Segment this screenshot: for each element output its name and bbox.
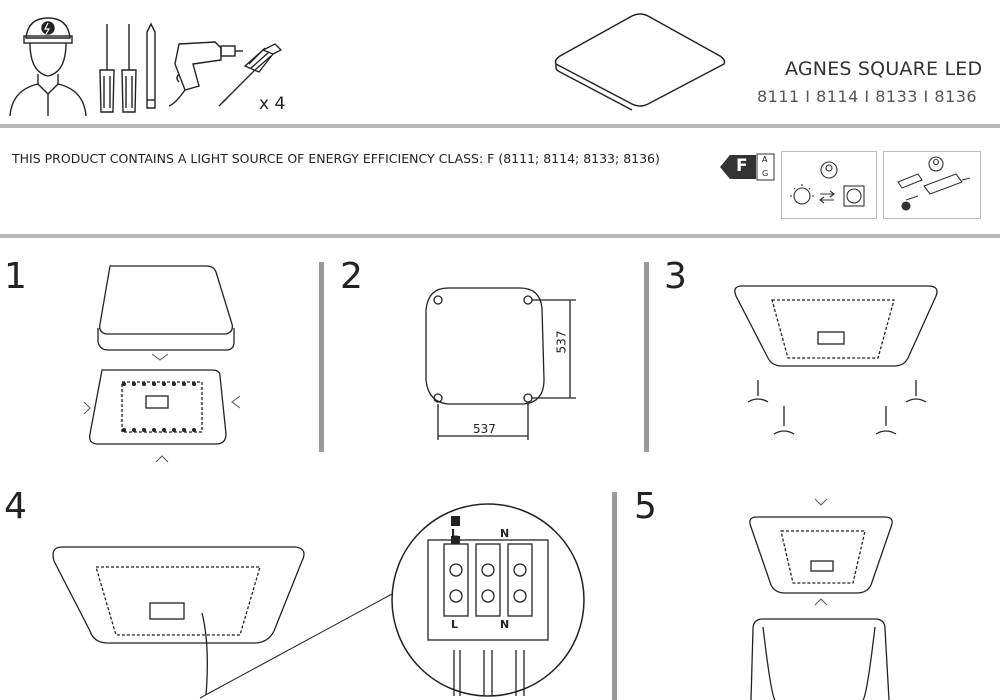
terminal-label-n-bottom: N [500,618,510,631]
step-separator [319,262,324,452]
step5-attach-diffuser-illustration [749,498,893,700]
product-title: AGNES SQUARE LED [785,58,983,80]
detail-leader-line [199,593,393,699]
energy-class-letter: F [736,156,748,176]
step1-remove-diffuser-illustration [83,265,241,463]
terminal-label-n-top: N [500,527,510,540]
step-number-1: 1 [4,256,27,297]
energy-notice-text: THIS PRODUCT CONTAINS A LIGHT SOURCE OF … [12,151,660,166]
quantity-label: x 4 [259,94,286,114]
step-number-5: 5 [634,486,657,527]
model-numbers: 8111 I 8114 I 8133 I 8136 [757,87,978,106]
step2-mounting-template-drawing [425,287,576,440]
energy-scale-top: A [762,155,768,164]
width-dimension-label: 537 [473,422,496,436]
step-separator [612,492,617,700]
step-number-3: 3 [664,256,687,297]
screwdrivers-icon [99,22,156,113]
product-panel-icon [554,13,726,111]
notice-divider [0,234,1000,238]
step4-wiring-base-illustration [52,546,305,696]
terminal-label-l-top: L [451,527,459,540]
power-drill-icon [168,41,243,107]
height-dimension-label: 537 [554,330,569,354]
led-replacement-info-box [781,151,877,219]
step-number-2: 2 [340,256,363,297]
terminal-block-detail-circle [391,503,585,697]
header-divider [0,124,1000,128]
wall-plug-screw-icon [218,43,283,107]
installer-person-icon [9,17,87,117]
step3-mount-base-illustration [734,285,938,435]
energy-class-label: F A G [718,152,776,182]
step-separator [644,262,649,452]
driver-replacement-info-box [883,151,981,219]
terminal-label-l-bottom: L [451,618,459,631]
energy-scale-bottom: G [762,169,769,178]
step-number-4: 4 [4,486,27,527]
